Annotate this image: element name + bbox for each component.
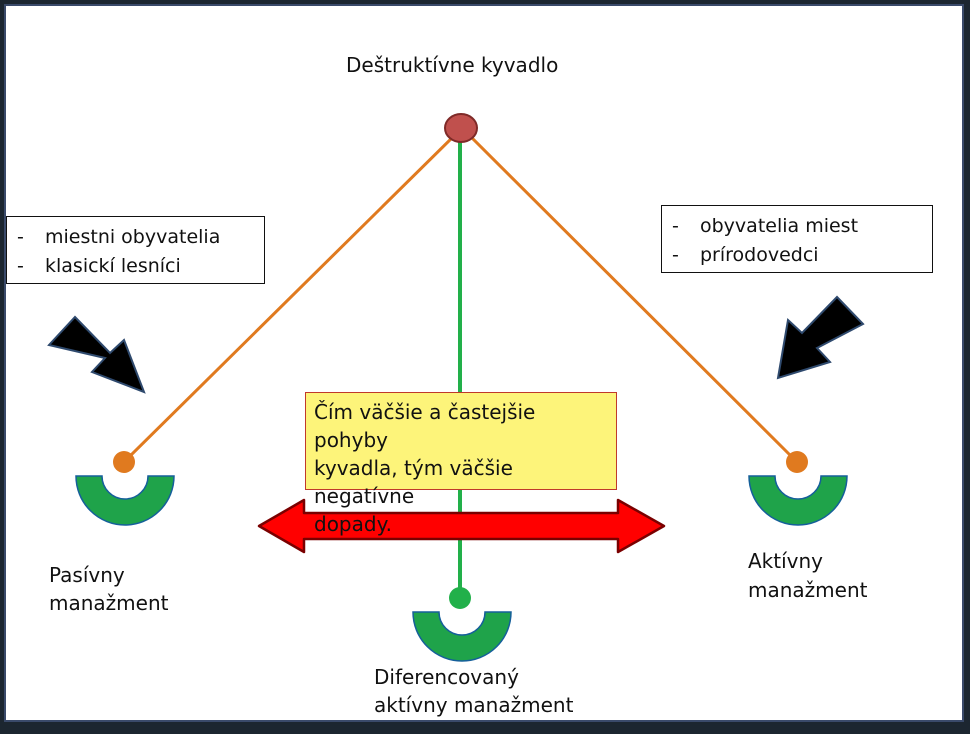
passive-management-label-line1: Pasívny [49,563,125,587]
left-pendulum-arm [122,126,464,464]
center-pendulum-bob [449,587,471,609]
diagram-title: Deštruktívne kyvadlo [346,53,559,77]
arrow-down-left-icon [776,295,865,380]
active-management-label-line2: manažment [748,578,868,602]
arrow-down-right-icon [47,315,146,394]
pendulum-diagram [47,113,865,662]
list-item: -klasickí lesníci [17,255,181,277]
center-cup [412,611,512,662]
right-pendulum-arm [460,126,799,464]
active-management-label-line1: Aktívny [748,549,824,573]
list-item: -obyvatelia miest [672,215,859,237]
right-stakeholder-box: -obyvatelia miest -prírodovedci [661,205,933,273]
left-pendulum-bob [113,451,135,473]
passive-management-label-line2: manažment [49,591,169,615]
pivot-point [444,113,478,143]
right-pendulum-bob [786,451,808,473]
left-cup [75,475,175,526]
right-cup [748,475,848,526]
list-item: -miestni obyvatelia [17,226,221,248]
list-item: -prírodovedci [672,244,819,266]
slide: Deštruktívne kyvadlo -miestni obyvatelia… [4,4,964,722]
differentiated-management-label-line1: Diferencovaný [374,665,519,689]
note-box: Čím väčšie a častejšie pohyby kyvadla, t… [305,392,617,536]
differentiated-management-label-line2: aktívny manažment [374,693,574,717]
double-arrow-icon [257,498,666,554]
left-stakeholder-box: -miestni obyvatelia -klasickí lesníci [6,216,265,284]
